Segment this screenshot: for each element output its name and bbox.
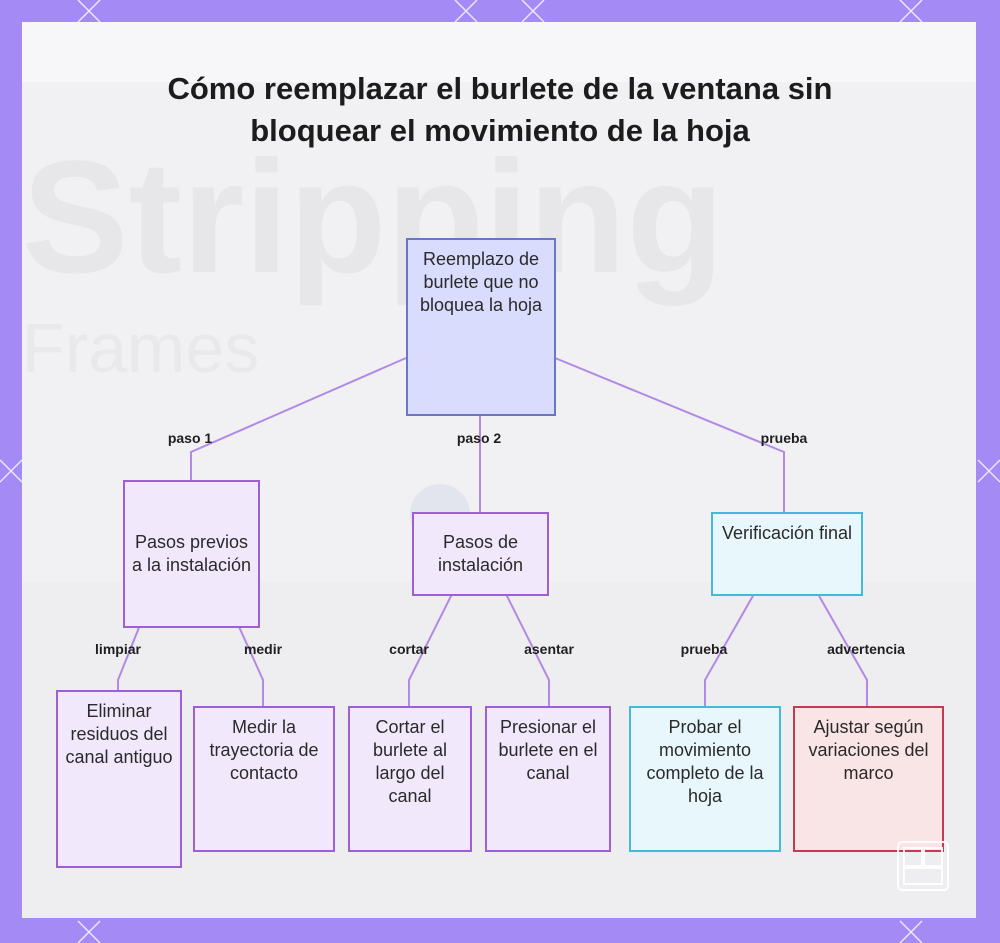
verify-node-label: Verificación final [721, 523, 853, 543]
press-node: Presionar el burlete en el canal [485, 706, 611, 852]
edge-label-limpiar: limpiar [95, 641, 141, 657]
edge-lines [117, 357, 868, 706]
edge-label-paso2: paso 2 [456, 430, 502, 446]
edge-label-asentar: asentar [524, 641, 574, 657]
edge-label-advertencia: advertencia [827, 641, 905, 657]
edge-label-cortar: cortar [389, 641, 429, 657]
press-node-label: Presionar el burlete en el canal [498, 717, 598, 783]
root-node: Reemplazo de burlete que no bloquea la h… [406, 238, 556, 416]
adjust-node: Ajustar según variaciones del marco [793, 706, 944, 852]
cut-node: Cortar el burlete al largo del canal [348, 706, 472, 852]
adjust-node-label: Ajustar según variaciones del marco [808, 717, 929, 783]
root-node-label: Reemplazo de burlete que no bloquea la h… [419, 249, 543, 315]
diagram-title: Cómo reemplazar el burlete de la ventana… [167, 71, 833, 148]
edge-label-medir: medir [243, 641, 283, 657]
watermark-word-1: Stripping [22, 127, 724, 306]
cut-node-label: Cortar el burlete al largo del canal [372, 717, 448, 806]
prep-node-label: Pasos previos a la instalación [131, 532, 252, 575]
edge-label-prueba-top: prueba [760, 430, 808, 446]
clean-node: Eliminar residuos del canal antiguo [56, 690, 182, 868]
prep-node: Pasos previos a la instalación [123, 480, 260, 628]
edge-label-prueba-bottom: prueba [680, 641, 728, 657]
test-node-label: Probar el movimiento completo de la hoja [646, 717, 764, 806]
logo-icon [897, 841, 949, 891]
clean-node-label: Eliminar residuos del canal antiguo [65, 701, 173, 767]
measure-node: Medir la trayectoria de contacto [193, 706, 335, 852]
edge-label-paso1: paso 1 [167, 430, 213, 446]
diagram-canvas: Stripping Frames Cómo reemplazar el burl… [22, 22, 976, 918]
install-node-label: Pasos de instalación [437, 532, 524, 575]
verify-node: Verificación final [711, 512, 863, 596]
watermark-word-2: Frames [22, 309, 259, 387]
install-node: Pasos de instalación [412, 512, 549, 596]
test-node: Probar el movimiento completo de la hoja [629, 706, 781, 852]
measure-node-label: Medir la trayectoria de contacto [209, 717, 319, 783]
